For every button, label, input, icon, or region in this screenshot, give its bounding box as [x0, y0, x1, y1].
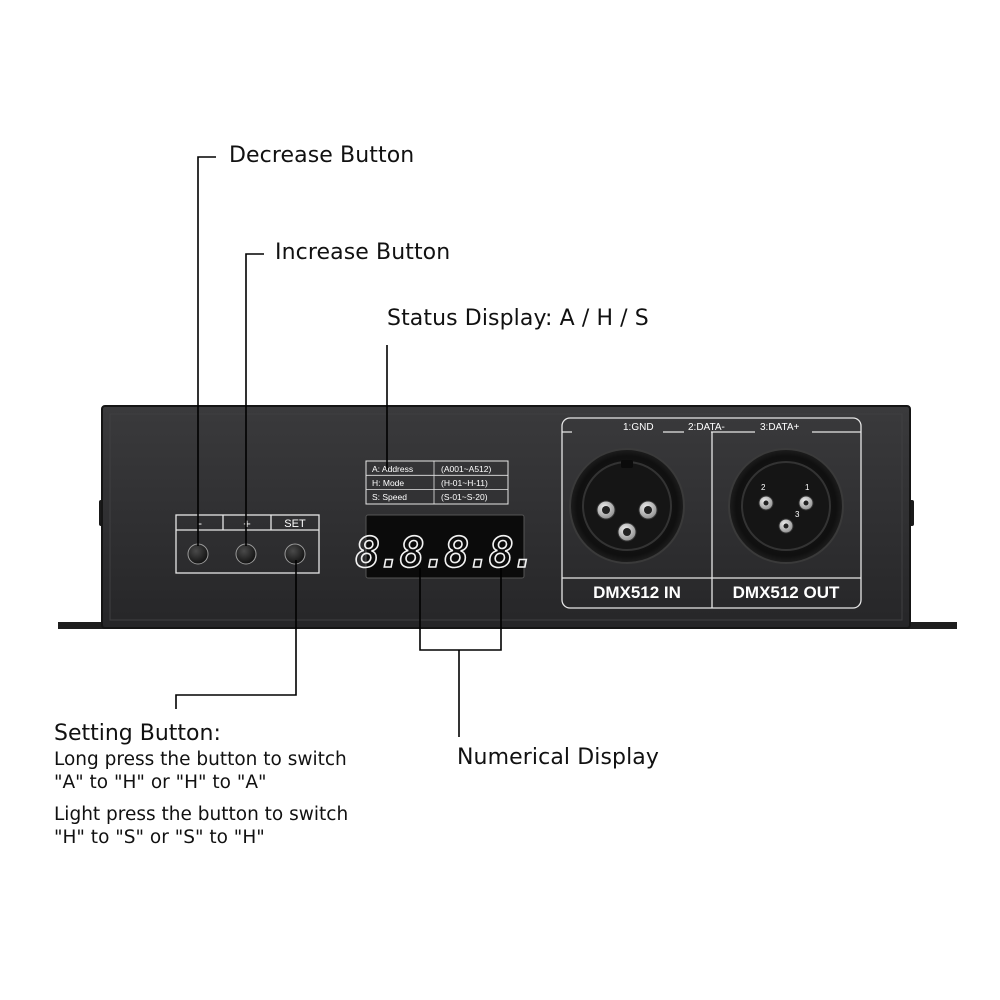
minus-label: -: [198, 516, 202, 530]
numerical-display: [365, 514, 525, 579]
status-row-h-label: H: Mode: [372, 478, 404, 488]
setting-button-title: Setting Button:: [54, 721, 221, 746]
numerical-display-callout: Numerical Display: [457, 745, 659, 770]
pin-label-gnd: 1:GND: [623, 422, 654, 433]
right-mounting-flange: [903, 622, 957, 629]
left-mounting-flange: [58, 622, 110, 629]
setting-line-4: "H" to "S" or "S" to "H": [54, 827, 265, 848]
display-digits: 8.8.8.8.: [355, 528, 533, 577]
status-row-s-range: (S-01~S-20): [441, 492, 488, 502]
setting-leader-line: [175, 560, 297, 709]
setting-button[interactable]: [284, 543, 306, 565]
setting-line-3: Light press the button to switch: [54, 804, 349, 825]
setting-line-1: Long press the button to switch: [54, 749, 347, 770]
increase-leader-line: [245, 253, 264, 546]
port-out-label: DMX512 OUT: [733, 583, 840, 602]
set-label: SET: [284, 518, 306, 530]
increase-button-callout: Increase Button: [275, 240, 451, 265]
status-row-h-range: (H-01~H-11): [441, 478, 488, 488]
plus-label: +: [243, 516, 251, 531]
case-front-face: [109, 413, 903, 621]
out-pin-label-1: 1: [805, 483, 810, 492]
dmx-connector-panel: 1:GND 2:DATA- 3:DATA+ DMX512 IN DMX512 O…: [561, 417, 862, 609]
dmx-out-connector[interactable]: 2 1 3: [728, 448, 844, 564]
status-row-a-label: A: Address: [372, 464, 413, 474]
status-row-a-range: (A001~A512): [441, 464, 491, 474]
status-row-s-label: S: Speed: [372, 492, 407, 502]
dmx-in-connector[interactable]: [569, 448, 685, 564]
setting-line-2: "A" to "H" or "H" to "A": [54, 772, 267, 793]
out-pin-label-3: 3: [795, 510, 800, 519]
numerical-leader-bracket: [419, 568, 502, 651]
port-in-label: DMX512 IN: [593, 583, 681, 602]
out-pin-label-2: 2: [761, 483, 766, 492]
status-mode-table: A: Address (A001~A512) H: Mode (H-01~H-1…: [365, 460, 509, 505]
status-display-callout: Status Display: A / H / S: [387, 306, 649, 331]
setting-button-callout: Setting Button: Long press the button to…: [54, 720, 348, 849]
decrease-button-callout: Decrease Button: [229, 143, 415, 168]
decrease-leader-line: [197, 156, 216, 546]
pin-label-data-minus: 2:DATA-: [688, 422, 725, 433]
increase-button[interactable]: [235, 543, 257, 565]
decrease-button[interactable]: [187, 543, 209, 565]
pin-label-data-plus: 3:DATA+: [760, 422, 800, 433]
button-panel: - + SET: [175, 514, 320, 574]
